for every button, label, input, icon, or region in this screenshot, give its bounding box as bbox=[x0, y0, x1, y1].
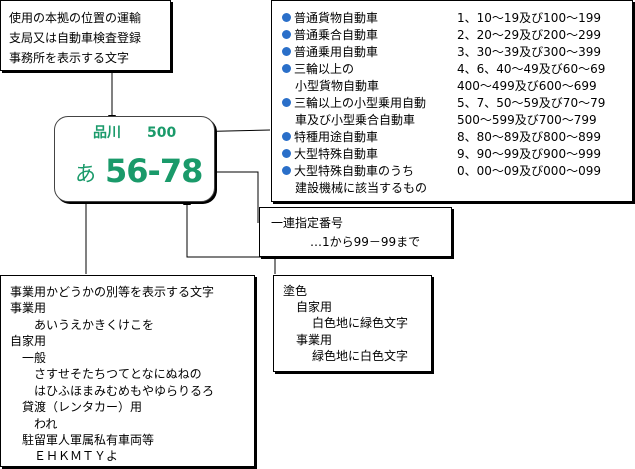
bullet-icon bbox=[282, 149, 291, 158]
bullet-icon bbox=[282, 132, 291, 141]
class-label: 大型特殊自動車 bbox=[294, 147, 378, 161]
plate-kana: あ bbox=[75, 161, 96, 187]
class-label-cont: 建設機械に該当するもの bbox=[295, 179, 427, 196]
class-range-cont: 500～599及び700～799 bbox=[457, 111, 597, 128]
kana-line: あいうえかきくけこを bbox=[10, 317, 154, 334]
class-item: 三輪以上の小型乗用自動 車及び小型乗合自動車 5、7、50～59及び70～79 … bbox=[282, 94, 426, 128]
bullet-icon bbox=[282, 30, 291, 39]
kana-line: 貸渡（レンタカー）用 bbox=[10, 399, 142, 416]
bullet-icon bbox=[282, 98, 291, 107]
location-label-box: 使用の本拠の位置の運輸 支局又は自動車検査登録 事務所を表示する文字 bbox=[0, 0, 171, 71]
serial-detail: …1から99－99まで bbox=[310, 234, 420, 251]
class-label: 特種用途自動車 bbox=[294, 130, 378, 144]
plate-number: 56-78 bbox=[105, 151, 202, 191]
class-label-cont: 車及び小型乗合自動車 bbox=[295, 111, 415, 128]
class-item: 三輪以上の 小型貨物自動車 4、6、40～49及び60～69 400～499及び… bbox=[282, 60, 426, 94]
class-range: 3、30～39及び300～399 bbox=[457, 43, 601, 60]
plate-region: 品川 bbox=[93, 125, 121, 142]
class-label: 普通貨物自動車 bbox=[294, 11, 378, 25]
class-range: 5、7、50～59及び70～79 bbox=[457, 94, 605, 111]
class-list: 普通貨物自動車 1、10～19及び100～199 普通乗合自動車 2、20～29… bbox=[282, 9, 426, 196]
class-range: 0、00～09及び000～099 bbox=[457, 162, 601, 179]
color-business: 事業用 bbox=[296, 332, 332, 349]
color-private-desc: 白色地に緑色文字 bbox=[312, 315, 408, 332]
plate-class-number: 500 bbox=[147, 125, 176, 142]
kana-line: 事業用かどうかの別等を表示する文字 bbox=[10, 284, 214, 301]
color-private: 自家用 bbox=[296, 299, 332, 316]
kana-usage-box: 事業用かどうかの別等を表示する文字 事業用 あいうえかきくけこを 自家用 一般 … bbox=[0, 275, 255, 467]
location-line-2: 支局又は自動車検査登録 bbox=[9, 30, 141, 47]
kana-line: ＥＨＫＭＴＹよ bbox=[10, 448, 118, 465]
serial-title: 一連指定番号 bbox=[271, 215, 343, 232]
kana-line: 一般 bbox=[10, 350, 46, 367]
class-number-box: 普通貨物自動車 1、10～19及び100～199 普通乗合自動車 2、20～29… bbox=[271, 0, 633, 202]
class-label: 普通乗合自動車 bbox=[294, 28, 378, 42]
location-line-3: 事務所を表示する文字 bbox=[9, 50, 129, 67]
class-item: 普通貨物自動車 1、10～19及び100～199 bbox=[282, 9, 426, 26]
color-title: 塗色 bbox=[283, 283, 307, 300]
kana-line: 駐留軍人軍属私有車両等 bbox=[10, 432, 154, 449]
class-range: 9、90～99及び900～999 bbox=[457, 145, 601, 162]
class-item: 普通乗用自動車 3、30～39及び300～399 bbox=[282, 43, 426, 60]
kana-line: さすせそたちつてとなにぬねの bbox=[10, 366, 202, 383]
class-item: 大型特殊自動車のうち 建設機械に該当するもの 0、00～09及び000～099 bbox=[282, 162, 426, 196]
kana-line: われ bbox=[10, 416, 57, 433]
license-plate: 品川 500 あ 56-78 bbox=[54, 116, 215, 202]
kana-line: 自家用 bbox=[10, 333, 46, 350]
class-item: 普通乗合自動車 2、20～29及び200～299 bbox=[282, 26, 426, 43]
class-label: 三輪以上の bbox=[294, 62, 354, 76]
color-business-desc: 緑色地に白色文字 bbox=[312, 348, 408, 365]
plate-color-box: 塗色 自家用 白色地に緑色文字 事業用 緑色地に白色文字 bbox=[273, 275, 432, 372]
class-label: 大型特殊自動車のうち bbox=[294, 164, 414, 178]
bullet-icon bbox=[282, 47, 291, 56]
location-line-1: 使用の本拠の位置の運輸 bbox=[9, 10, 141, 27]
class-range-cont: 400～499及び600～699 bbox=[457, 77, 597, 94]
class-label: 三輪以上の小型乗用自動 bbox=[294, 96, 426, 110]
bullet-icon bbox=[282, 64, 291, 73]
class-range: 1、10～19及び100～199 bbox=[457, 9, 601, 26]
class-item: 特種用途自動車 8、80～89及び800～899 bbox=[282, 128, 426, 145]
class-label-cont: 小型貨物自動車 bbox=[295, 77, 379, 94]
serial-number-box: 一連指定番号 …1から99－99まで bbox=[259, 207, 452, 257]
class-range: 4、6、40～49及び60～69 bbox=[457, 60, 605, 77]
class-item: 大型特殊自動車 9、90～99及び900～999 bbox=[282, 145, 426, 162]
kana-line: 事業用 bbox=[10, 300, 46, 317]
class-range: 8、80～89及び800～899 bbox=[457, 128, 601, 145]
bullet-icon bbox=[282, 166, 291, 175]
class-label: 普通乗用自動車 bbox=[294, 45, 378, 59]
class-range: 2、20～29及び200～299 bbox=[457, 26, 601, 43]
kana-line: はひふほまみむめもやゆらりるろ bbox=[10, 383, 214, 400]
bullet-icon bbox=[282, 13, 291, 22]
